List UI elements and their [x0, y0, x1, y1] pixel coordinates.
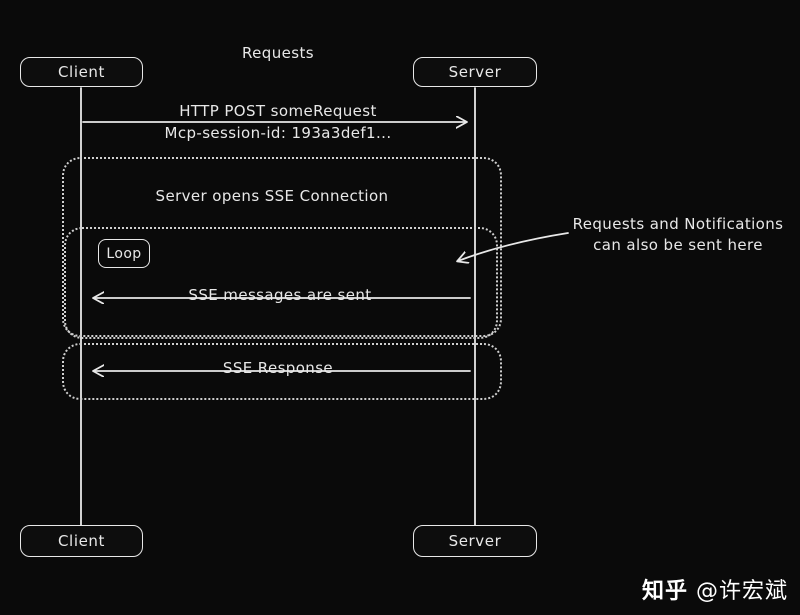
actor-label-client-top: Client	[57, 63, 106, 81]
actor-label-server-top: Server	[448, 63, 502, 81]
actor-label-client-bottom: Client	[57, 532, 106, 550]
http-post-label-line2: Mcp-session-id: 193a3def1...	[164, 124, 392, 142]
loop-group-frame	[64, 227, 498, 339]
sse-open-label: Server opens SSE Connection	[155, 187, 389, 205]
sse-response-label: SSE Response	[222, 359, 334, 377]
annotation-pointer-arrow	[458, 232, 569, 261]
sse-response-group-frame	[62, 343, 502, 400]
actor-label-server-bottom: Server	[448, 532, 502, 550]
loop-label: Loop	[106, 245, 142, 262]
loop-label-box: Loop	[98, 239, 150, 268]
actor-box-client-top: Client	[20, 57, 143, 87]
watermark-brand: 知乎	[641, 579, 688, 604]
annotation-line2: can also be sent here	[593, 236, 763, 254]
sse-connection-group-frame	[62, 157, 502, 337]
actor-box-server-top: Server	[413, 57, 537, 87]
sse-messages-label: SSE messages are sent	[188, 286, 372, 304]
watermark: 知乎 @许宏斌	[642, 573, 788, 605]
annotation-line1: Requests and Notifications	[572, 215, 784, 233]
actor-box-client-bottom: Client	[20, 525, 143, 557]
actor-box-server-bottom: Server	[413, 525, 537, 557]
diagram-title: Requests	[242, 44, 314, 62]
http-post-label-line1: HTTP POST someRequest	[179, 102, 377, 120]
watermark-handle: @许宏斌	[695, 579, 788, 604]
